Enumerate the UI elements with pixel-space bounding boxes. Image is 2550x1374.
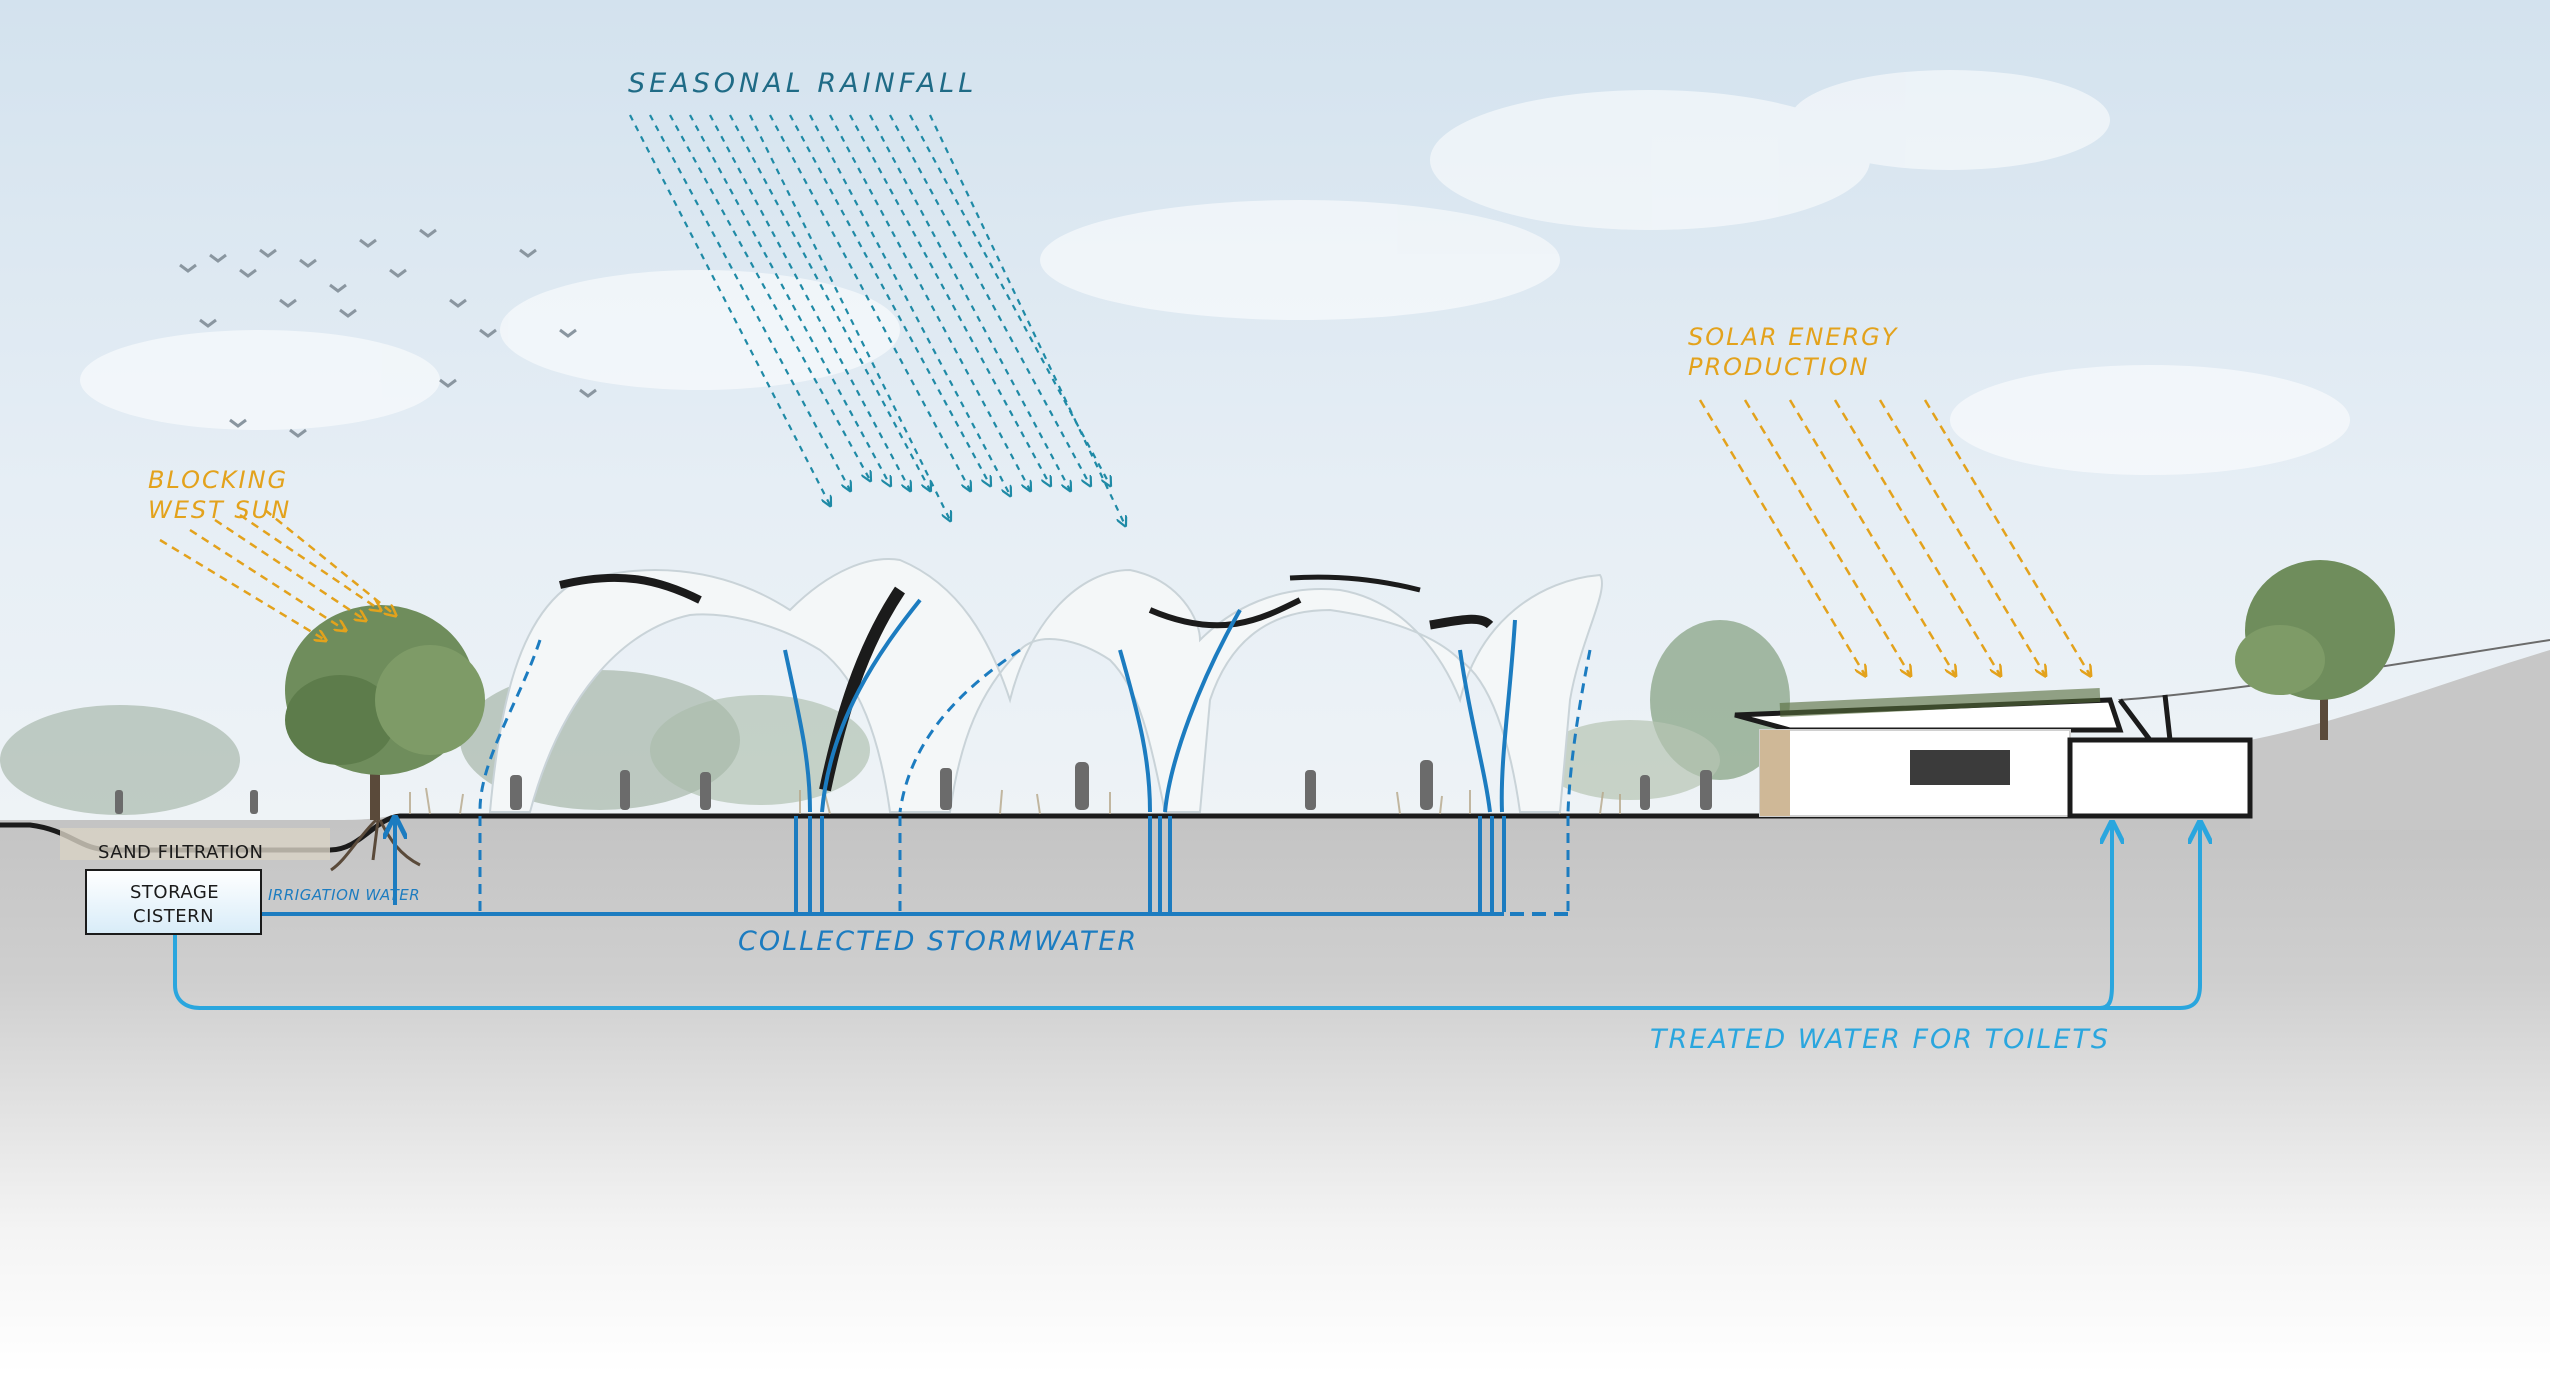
hill — [2250, 650, 2550, 830]
sand-filtration-label: SAND FILTRATION — [98, 842, 263, 863]
people — [115, 760, 1712, 814]
treated-water-label: TREATED WATER FOR TOILETS — [1650, 1024, 2110, 1055]
rainfall-arrows — [629, 114, 1125, 525]
irrigation-water-label: IRRIGATION WATER — [268, 886, 420, 904]
treated-water-pipes — [173, 825, 2200, 1010]
ground-section — [0, 660, 2550, 1374]
solar-energy-label-line2: PRODUCTION — [1688, 353, 1869, 381]
grasses — [409, 787, 1621, 815]
shade-tree — [285, 605, 485, 872]
solar-energy-label-line1: SOLAR ENERGY — [1688, 323, 1899, 351]
blocking-west-sun-label-line1: BLOCKING — [148, 466, 288, 494]
storage-cistern — [85, 869, 262, 935]
storage-cistern-label-line2: CISTERN — [133, 906, 214, 927]
seasonal-rainfall-label: SEASONAL RAINFALL — [628, 68, 977, 99]
clouds — [80, 70, 2350, 475]
sand-filtration-bed — [60, 828, 330, 860]
west-sun-arrows — [159, 509, 395, 640]
birds — [179, 228, 597, 438]
stormwater-pipes — [232, 598, 1592, 914]
pavilion-building — [1734, 688, 2253, 819]
solar-arrows — [1698, 399, 2090, 675]
collected-stormwater-label: COLLECTED STORMWATER — [738, 926, 1138, 957]
hill-tree — [2235, 560, 2395, 740]
storage-cistern-label-line1: STORAGE — [130, 882, 219, 903]
blocking-west-sun-label-line2: WEST SUN — [148, 496, 291, 524]
